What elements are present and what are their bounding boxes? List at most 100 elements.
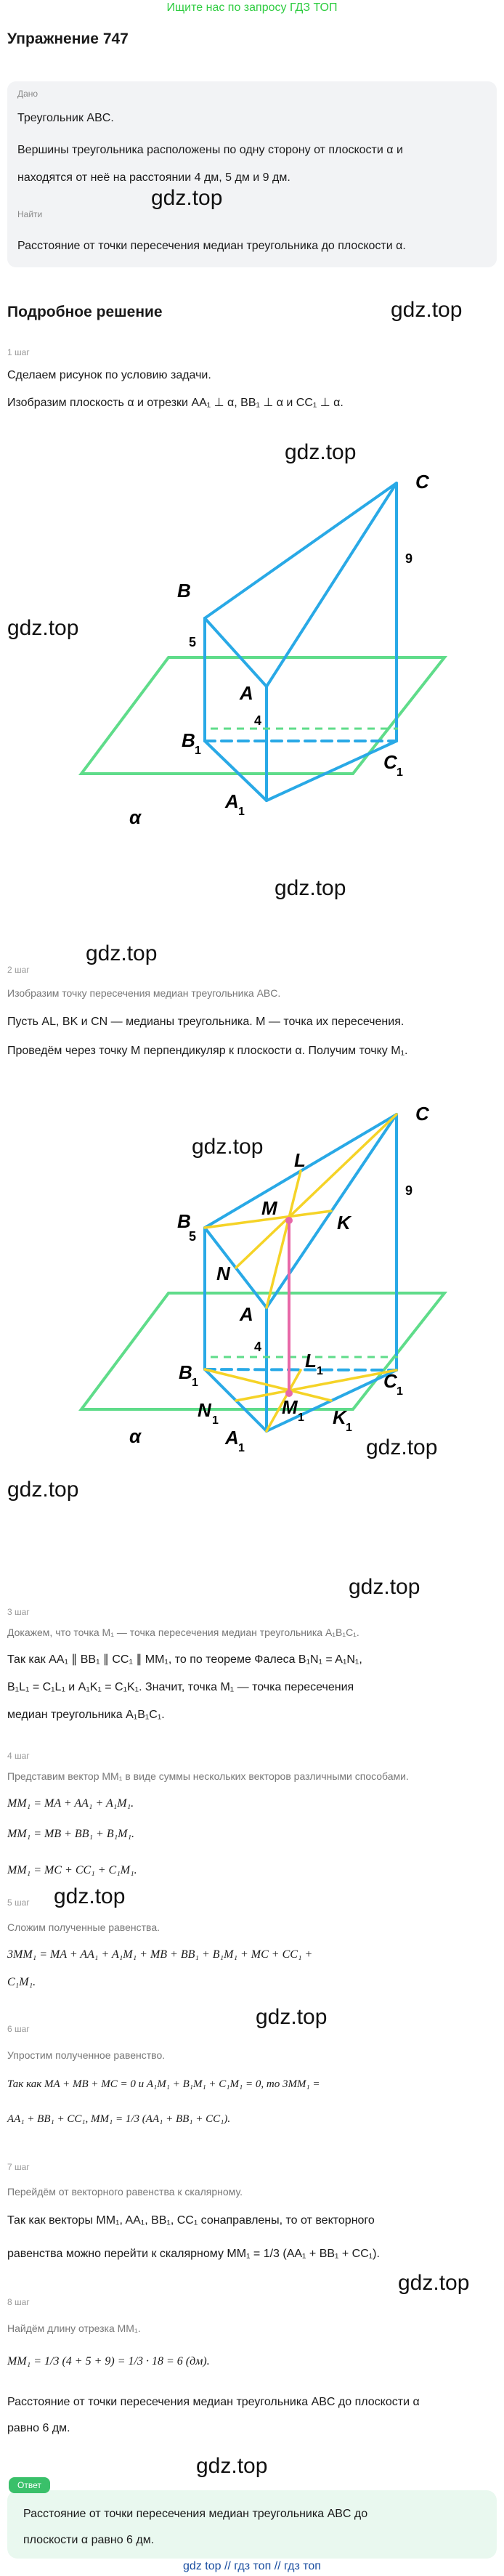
point-m bbox=[285, 1217, 293, 1224]
median-c1n1 bbox=[235, 1369, 398, 1402]
figure-1: C B A B 1 A 1 C 1 α 5 4 9 bbox=[78, 471, 448, 828]
watermark: gdz.top bbox=[256, 2005, 328, 2029]
median-a1l1 bbox=[265, 1369, 302, 1433]
step-7-line-1: Перейдём от векторного равенства к скаля… bbox=[7, 2186, 243, 2198]
watermark: gdz.top bbox=[151, 186, 223, 210]
watermark: gdz.top bbox=[54, 1884, 126, 1908]
step-3-label: 3 шаг bbox=[7, 1607, 30, 1617]
median-bk bbox=[203, 1210, 333, 1229]
step-5-line-3: C₁M₁. bbox=[7, 1976, 36, 1988]
solution-title: Подробное решение bbox=[7, 304, 163, 320]
figure-2: C L M K B N A L 1 B 1 C 1 N 1 M 1 K 1 A … bbox=[78, 1103, 448, 1453]
step-4-line-1: Представим вектор MM₁ в виде суммы неско… bbox=[7, 1770, 409, 1782]
find-text: Расстояние от точки пересечения медиан т… bbox=[17, 240, 406, 252]
watermark: gdz.top bbox=[196, 2454, 268, 2478]
label-l1-sub: 1 bbox=[317, 1365, 323, 1377]
watermark: gdz.top bbox=[192, 1135, 264, 1159]
label-n1: N bbox=[198, 1399, 212, 1421]
step-2-line-1: Изобразим точку пересечения медиан треуг… bbox=[7, 987, 281, 999]
answer-line-2: плоскости α равно 6 дм. bbox=[23, 2534, 155, 2546]
label-c: C bbox=[415, 1103, 430, 1125]
footer-links[interactable]: gdz top // гдз топ // гдз топ bbox=[183, 2560, 321, 2572]
label-a1-sub: 1 bbox=[238, 806, 245, 818]
label-c1-sub: 1 bbox=[397, 766, 403, 779]
length-5: 5 bbox=[189, 635, 196, 649]
given-label: Дано bbox=[17, 89, 38, 99]
watermark: gdz.top bbox=[285, 440, 357, 464]
step-5-label: 5 шаг bbox=[7, 1897, 30, 1908]
step-3-line-2: Так как AA₁ ∥ BB₁ ∥ CC₁ ∥ MM₁, то по тео… bbox=[7, 1653, 362, 1666]
label-a1-sub: 1 bbox=[238, 1442, 245, 1453]
step-5-line-1: Сложим полученные равенства. bbox=[7, 1921, 160, 1933]
label-b: B bbox=[177, 1210, 191, 1232]
step-1-line-1: Сделаем рисунок по условию задачи. bbox=[7, 369, 211, 381]
label-b1-sub: 1 bbox=[192, 1377, 198, 1389]
edge-ac bbox=[265, 482, 398, 688]
length-4: 4 bbox=[254, 1340, 261, 1354]
label-c1: C bbox=[383, 1370, 398, 1392]
median-b1k1 bbox=[203, 1368, 333, 1402]
top-search-link[interactable]: Ищите нас по запросу ГДЗ ТОП bbox=[166, 1, 338, 14]
label-b1-sub: 1 bbox=[195, 745, 201, 757]
step-4-line-4: MM₁ = MC + CC₁ + C₁M₁. bbox=[7, 1864, 137, 1876]
length-9: 9 bbox=[405, 551, 412, 566]
label-b1: B bbox=[179, 1361, 192, 1383]
label-c1-sub: 1 bbox=[397, 1385, 403, 1398]
label-a: A bbox=[239, 1303, 253, 1325]
label-a1: A bbox=[224, 1427, 239, 1449]
plane-alpha bbox=[78, 656, 448, 775]
find-label: Найти bbox=[17, 209, 43, 219]
watermark: gdz.top bbox=[275, 876, 346, 900]
answer-badge: Ответ bbox=[9, 2477, 50, 2493]
watermark: gdz.top bbox=[366, 1435, 438, 1459]
given-box: Дано Треугольник ABC. Вершины треугольни… bbox=[7, 81, 497, 267]
label-m: M bbox=[261, 1197, 278, 1219]
step-1-label: 1 шаг bbox=[7, 347, 30, 357]
step-5-line-2: 3MM₁ = MA + AA₁ + A₁M₁ + MB + BB₁ + B₁M₁… bbox=[7, 1948, 313, 1961]
step-3-line-3: B₁L₁ = C₁L₁ и A₁K₁ = C₁K₁. Значит, точка… bbox=[7, 1681, 354, 1693]
step-3-line-4: медиан треугольника A₁B₁C₁. bbox=[7, 1709, 165, 1721]
edge-bc bbox=[203, 482, 398, 620]
watermark: gdz.top bbox=[391, 298, 463, 322]
label-l: L bbox=[294, 1149, 306, 1171]
label-n: N bbox=[216, 1263, 231, 1284]
step-7-label: 7 шаг bbox=[7, 2162, 30, 2172]
step-1-line-2: Изобразим плоскость α и отрезки AA₁ ⊥ α,… bbox=[7, 397, 344, 409]
edge-b1c1 bbox=[203, 1368, 398, 1372]
edge-a1c1 bbox=[265, 740, 398, 802]
label-k1: K bbox=[333, 1406, 348, 1428]
step-8-line-4: равно 6 дм. bbox=[7, 2422, 70, 2434]
step-3-line-1: Докажем, что точка M₁ — точка пересечени… bbox=[7, 1627, 359, 1638]
watermark: gdz.top bbox=[7, 616, 79, 640]
watermark: gdz.top bbox=[86, 941, 158, 965]
step-8-line-1: Найдём длину отрезка MM₁. bbox=[7, 2322, 141, 2334]
plane-alpha bbox=[78, 1292, 448, 1411]
label-m1: M bbox=[282, 1396, 298, 1418]
step-6-line-2: Так как MA + MB + MC = 0 и A₁M₁ + B₁M₁ +… bbox=[7, 2078, 320, 2090]
label-n1-sub: 1 bbox=[212, 1414, 219, 1427]
median-al bbox=[265, 1170, 302, 1309]
step-8-label: 8 шаг bbox=[7, 2297, 30, 2307]
median-cn bbox=[235, 1113, 398, 1269]
step-7-line-2: Так как векторы MM₁, AA₁, BB₁, CC₁ сонап… bbox=[7, 2214, 375, 2227]
step-7-line-3: равенства можно перейти к скалярному MM₁… bbox=[7, 2248, 380, 2260]
label-c1: C bbox=[383, 751, 398, 773]
step-2-line-2: Пусть AL, BK и CN — медианы треугольника… bbox=[7, 1016, 405, 1028]
given-line-2: Вершины треугольника расположены по одну… bbox=[17, 144, 403, 156]
watermark: gdz.top bbox=[398, 2271, 470, 2295]
given-line-3: находятся от неё на расстоянии 4 дм, 5 д… bbox=[17, 171, 290, 184]
label-m1-sub: 1 bbox=[298, 1411, 304, 1424]
point-m1 bbox=[285, 1390, 293, 1397]
label-alpha: α bbox=[129, 806, 142, 828]
watermark: gdz.top bbox=[349, 1575, 420, 1599]
length-4: 4 bbox=[254, 713, 261, 728]
length-9: 9 bbox=[405, 1183, 412, 1198]
step-4-label: 4 шаг bbox=[7, 1751, 30, 1761]
edge-b1a1 bbox=[203, 740, 268, 802]
label-k1-sub: 1 bbox=[346, 1422, 352, 1434]
step-8-line-3: Расстояние от точки пересечения медиан т… bbox=[7, 2396, 420, 2408]
step-8-line-2: MM₁ = 1/3 (4 + 5 + 9) = 1/3 · 18 = 6 (дм… bbox=[7, 2355, 210, 2368]
step-2-label: 2 шаг bbox=[7, 965, 30, 975]
label-b1: B bbox=[182, 729, 195, 751]
watermark: gdz.top bbox=[7, 1478, 79, 1502]
